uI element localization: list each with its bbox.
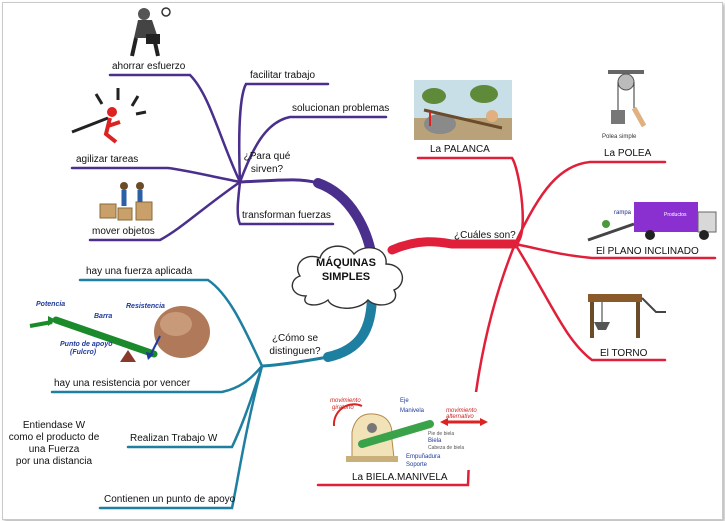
node-transforman-fuerzas[interactable]: transforman fuerzas [242, 210, 331, 221]
center-cloud[interactable] [286, 238, 410, 312]
lever-scene-image [414, 80, 512, 140]
rampa-label: rampa [614, 210, 632, 216]
inclined-plane-truck-image: rampa Productos [584, 194, 720, 244]
node-realizan-trabajo[interactable]: Realizan Trabajo W [130, 433, 218, 444]
running-clock-icon [71, 88, 147, 144]
node-la-polea[interactable]: La POLEA [604, 148, 652, 159]
tired-man-icon [130, 7, 171, 57]
node-punto-de-apoyo[interactable]: Contienen un punto de apoyo [104, 494, 236, 505]
lever-barra: Barra [94, 313, 112, 320]
node-la-palanca[interactable]: La PALANCA [430, 144, 490, 155]
center-title-line2: SIMPLES [321, 271, 371, 283]
crank-pie-biela: Pie de biela [428, 431, 454, 437]
node-ahorrar-esfuerzo[interactable]: ahorrar esfuerzo [112, 61, 186, 72]
crank-mov-alternativo-1: movimiento [446, 408, 477, 414]
node-como-se-distinguen[interactable]: ¿Cómo se distinguen? [260, 332, 330, 358]
winch-image [578, 282, 670, 344]
note-line-4: por una distancia [15, 456, 93, 467]
red-links [316, 156, 717, 487]
node-para-que-sirven[interactable]: ¿Para qué sirven? [232, 150, 302, 176]
crank-soporte: Soporte [406, 462, 428, 468]
teal-links [50, 278, 377, 510]
node-cuales-son[interactable]: ¿Cuáles son? [454, 230, 516, 241]
node-para-que-line2: sirven? [250, 164, 284, 175]
node-mover-objetos[interactable]: mover objetos [92, 226, 155, 237]
movers-boxes-icon [99, 182, 153, 221]
crank-mov-alternativo-2: alternativo [446, 414, 474, 420]
lever-potencia: Potencia [36, 301, 65, 308]
node-agilizar-tareas[interactable]: agilizar tareas [76, 154, 139, 165]
pulley-image: Polea simple [598, 68, 662, 144]
note-trabajo-definition: Entiendase W como el producto de una Fue… [2, 420, 106, 468]
crank-eje: Eje [400, 398, 409, 404]
node-solucionan-problemas[interactable]: solucionan problemas [292, 103, 390, 114]
truck-label: Productos [664, 212, 687, 218]
crank-cabeza-biela: Cabeza de biela [428, 445, 464, 451]
node-resistencia-por-vencer[interactable]: hay una resistencia por vencer [54, 378, 191, 389]
center-title: MÁQUINAS SIMPLES [300, 256, 392, 284]
lever-diagram: Potencia Barra Resistencia Punto de apoy… [26, 290, 214, 374]
note-line-1: Entiendase W [22, 420, 86, 431]
crank-connecting-rod-diagram: movimiento giratorio movimiento alternat… [322, 392, 498, 470]
node-como-line1: ¿Cómo se [271, 333, 319, 344]
lever-fulcro-1: Punto de apoyo [60, 341, 113, 348]
center-title-line1: MÁQUINAS [316, 257, 376, 269]
node-el-torno[interactable]: El TORNO [600, 348, 648, 359]
cloud-shape [291, 245, 404, 309]
crank-biela: Biela [428, 438, 442, 444]
crank-mov-giratorio-2: giratorio [332, 405, 354, 411]
lever-fulcro-2: (Fulcro) [70, 349, 97, 356]
crank-mov-giratorio-1: movimiento [330, 398, 361, 404]
note-line-2: como el producto de [8, 432, 100, 443]
pulley-caption: Polea simple [602, 134, 637, 140]
node-para-que-line1: ¿Para qué [243, 151, 291, 162]
node-la-biela-manivela[interactable]: La BIELA.MANIVELA [352, 472, 448, 483]
note-line-3: una Fuerza [28, 444, 80, 455]
node-el-plano-inclinado[interactable]: El PLANO INCLINADO [596, 246, 699, 257]
crank-empunadura: Empuñadura [406, 454, 441, 460]
node-fuerza-aplicada[interactable]: hay una fuerza aplicada [86, 266, 193, 277]
crank-manivela: Manivela [400, 408, 425, 414]
node-facilitar-trabajo[interactable]: facilitar trabajo [250, 70, 316, 81]
lever-resistencia: Resistencia [126, 303, 165, 310]
node-como-line2: distinguen? [269, 346, 321, 357]
